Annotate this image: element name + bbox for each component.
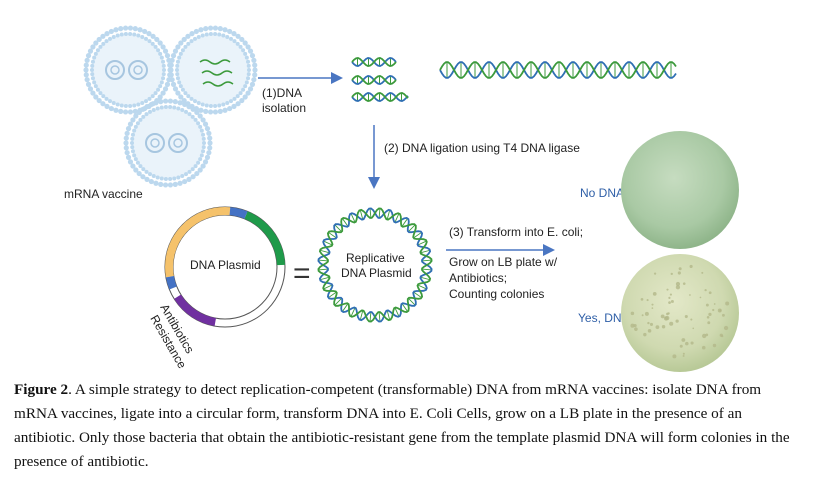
figure-diagram: mRNA vaccine (1)DNA isolation (2) DNA li…: [64, 25, 739, 372]
grow-label-line1: Grow on LB plate w/: [449, 255, 558, 269]
yes-dna-label: Yes, DNA: [578, 311, 630, 325]
lb-plate-yes-dna: [621, 254, 739, 372]
mrna-vaccine-particles: [83, 25, 258, 188]
lb-plate-no-dna: [621, 131, 739, 249]
grow-label-line3: Counting colonies: [449, 287, 544, 301]
dna-fragments: [351, 57, 677, 102]
equals-sign: =: [293, 257, 311, 290]
step1-label-line2: isolation: [262, 101, 306, 115]
dna-plasmid-map: DNA Plasmid: [164, 206, 286, 328]
replicative-plasmid-ring: [317, 207, 433, 323]
figure-caption: Figure 2. A simple strategy to detect re…: [14, 378, 804, 474]
step1-label-line1: (1)DNA: [262, 86, 302, 100]
step2-label: (2) DNA ligation using T4 DNA ligase: [384, 141, 580, 155]
caption-text: . A simple strategy to detect replicatio…: [14, 381, 790, 470]
no-dna-label: No DNA: [580, 186, 624, 200]
replicative-label-line2: DNA Plasmid: [341, 266, 412, 280]
caption-label: Figure 2: [14, 381, 69, 398]
replicative-label-line1: Replicative: [346, 251, 405, 265]
plasmid-label: DNA Plasmid: [190, 258, 261, 272]
step3-label: (3) Transform into E. coli;: [449, 225, 583, 239]
mrna-vaccine-label: mRNA vaccine: [64, 187, 143, 201]
bacterial-colonies: [630, 264, 730, 359]
grow-label-line2: Antibiotics;: [449, 271, 507, 285]
